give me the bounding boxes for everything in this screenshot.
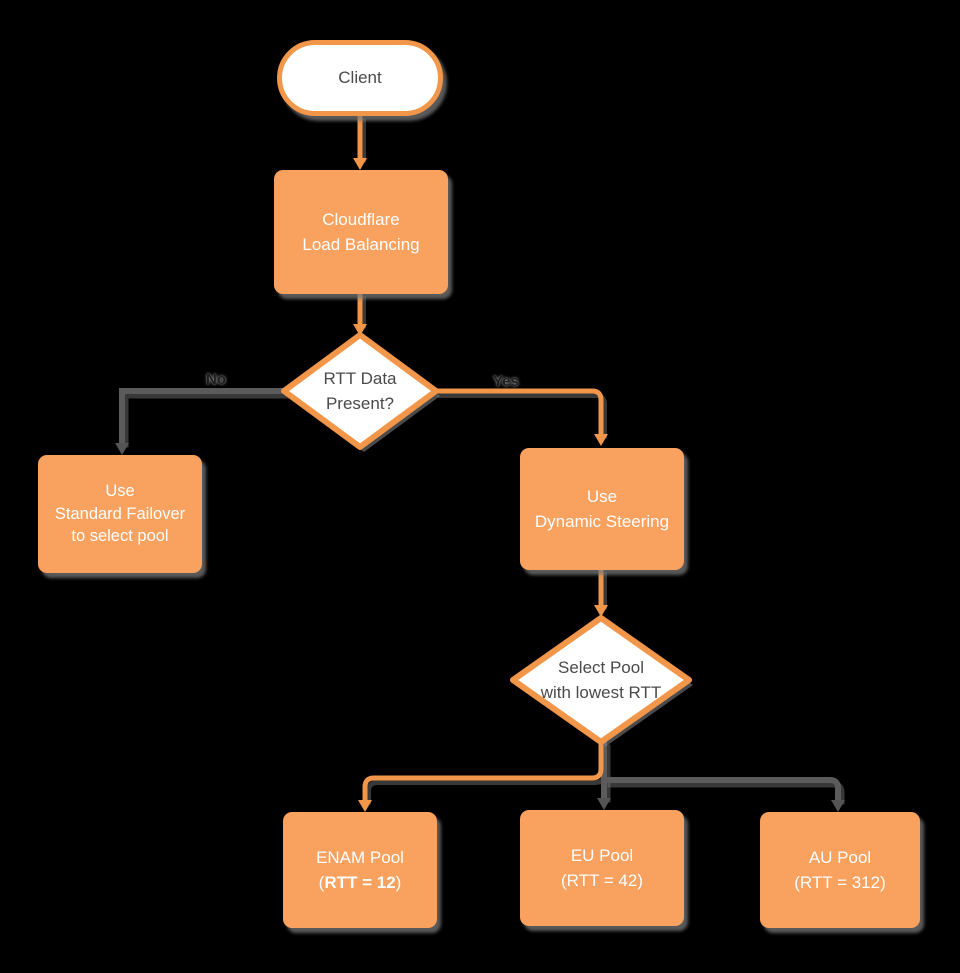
eu-pool-rtt: (RTT = 42) [561,868,643,893]
gray-edges [119,388,841,800]
node-client: Client [277,40,443,116]
gray-arrowheads [115,443,845,812]
au-pool-name: AU Pool [808,848,872,867]
arrowhead-eu-pool [597,798,611,810]
enam-pool-name: ENAM Pool [316,848,404,867]
dynamic-steering-line2: Dynamic Steering [534,512,670,531]
eu-pool-name: EU Pool [570,846,634,865]
orange-arrowheads [353,158,608,812]
decision-shapes [281,332,693,747]
edge-pool-decision-to-au [604,777,841,800]
eu-rtt-pre: (RTT = 42) [560,871,644,890]
arrowhead-au-pool [831,800,845,812]
standard-failover-line1: Use [105,482,135,501]
load-balancer-line1: Cloudflare [322,210,400,229]
edge-label-yes: Yes [493,373,519,390]
arrowhead-pool-decision [594,605,608,617]
node-dynamic-steering: Use Dynamic Steering [520,448,684,570]
standard-failover-line2: Standard Failover [54,504,186,523]
au-rtt-pre: (RTT = 312) [794,873,886,892]
load-balancer-line2: Load Balancing [302,235,420,254]
client-label: Client [338,68,382,87]
edge-pool-decision-to-enam [362,740,604,800]
dynamic-steering-line1: Use [586,487,618,506]
edge-label-no: No [206,371,226,388]
enam-rtt-pre: ( [318,873,325,892]
arrowhead-standard-failover [115,443,129,455]
orange-edges [357,114,604,800]
rtt-decision-diamond [281,332,439,450]
arrowhead-load-balancer [353,158,367,170]
node-au-pool: AU Pool (RTT = 312) [760,812,920,928]
node-eu-pool: EU Pool (RTT = 42) [520,810,684,926]
connector-shadows [122,118,845,805]
pool-decision-diamond [510,615,692,745]
enam-rtt-post: ) [395,873,402,892]
arrowhead-rtt-decision [353,324,367,336]
enam-rtt-bold: RTT = 12 [324,873,396,892]
au-pool-rtt: (RTT = 312) [794,870,886,895]
node-enam-pool: ENAM Pool (RTT = 12) [283,812,437,928]
arrowhead-enam-pool [358,800,372,812]
standard-failover-line3: to select pool [71,527,169,546]
enam-pool-rtt: (RTT = 12) [319,870,402,895]
arrowhead-dynamic-steering [594,434,608,446]
node-load-balancer: Cloudflare Load Balancing [274,170,448,294]
node-standard-failover: Use Standard Failover to select pool [38,455,202,573]
edge-yes-to-dynamic-steering [434,388,604,434]
edge-no-to-standard-failover [119,388,286,443]
